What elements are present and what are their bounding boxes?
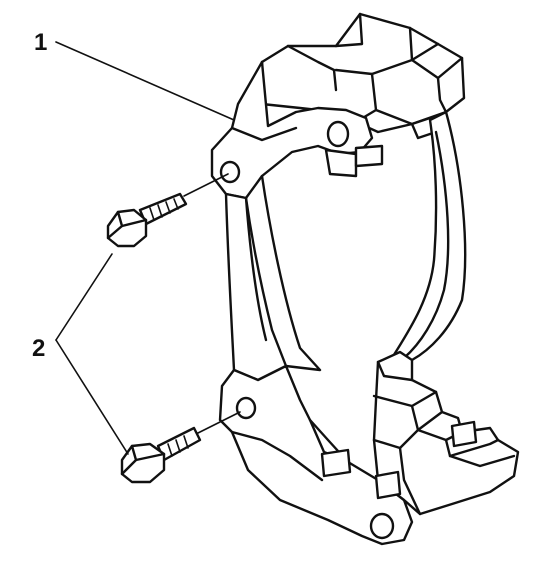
callout-1-leader [55,41,235,121]
lower-bolt-head [120,442,166,484]
upper-bolt [106,173,229,248]
caliper-bracket [210,12,520,546]
lower-boss-hole [369,512,395,540]
lower-mounting-hole [235,396,257,420]
lower-bolt-axis [195,411,241,435]
upper-bolt-axis [183,173,229,197]
lower-tabs [320,420,478,500]
lower-bolt [120,411,241,484]
pad-guide-rail [390,110,467,362]
upper-arm [210,60,374,200]
callout-1: 1 [34,29,235,121]
callout-1-number: 1 [34,29,47,56]
lower-abutment [372,350,520,516]
upper-bolt-head [106,208,148,248]
upper-mounting-hole [219,160,241,184]
bracket-bolts [106,173,241,484]
callout-2-number: 2 [32,335,45,362]
upper-boss-hole [326,120,350,148]
callout-2: 2 [32,253,129,455]
callout-2-leader-upper [55,253,113,341]
bracket-spine [224,174,322,382]
callout-2-leader-lower [55,339,129,455]
